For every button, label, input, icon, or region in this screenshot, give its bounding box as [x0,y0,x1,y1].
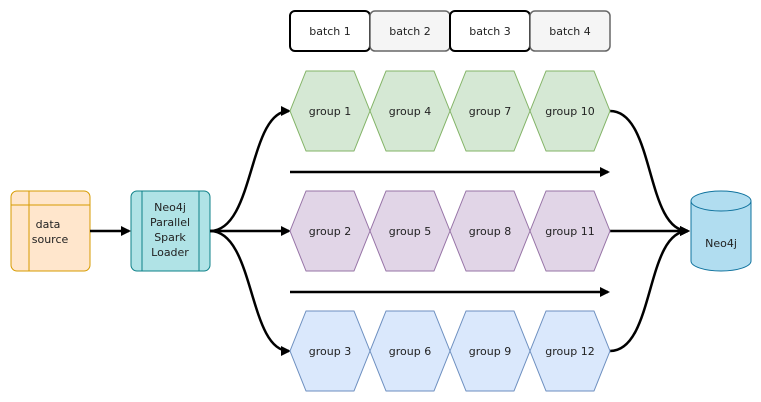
loader-label-line4: Loader [151,246,189,259]
group-hexagon [369,190,451,272]
row1-to-neo4j-arrow [609,109,690,236]
group-label: group 10 [545,105,594,118]
source-label-line2: source [32,233,69,246]
group-label: group 3 [309,345,351,358]
group-node: group 6 [369,310,451,392]
loader-label-line2: Parallel [150,216,190,229]
group-label: group 4 [389,105,431,118]
batch-label: batch 4 [549,25,591,38]
row3-to-neo4j-arrow [609,226,690,353]
batch-box-2: batch 2 [369,10,451,52]
group-hexagon [369,70,451,152]
batch-label: batch 2 [389,25,431,38]
source-label-line1: data [36,218,61,231]
group-label: group 5 [389,225,431,238]
group-node: group 1 [289,70,371,152]
group-node: group 11 [529,190,611,272]
group-hexagon [449,70,531,152]
batch-box-4: batch 4 [529,10,611,52]
group-node: group 8 [449,190,531,272]
group-node: group 12 [529,310,611,392]
loader-label-line1: Neo4j [154,201,186,214]
group-label: group 11 [545,225,594,238]
loader-label-line3: Spark [154,231,186,244]
group-label: group 9 [469,345,511,358]
group-grid: group 1 group 4 group 7 group 10 group 2 grou… [289,70,611,392]
group-hexagon [449,310,531,392]
group-node: group 5 [369,190,451,272]
group-label: group 6 [389,345,431,358]
group-node: group 9 [449,310,531,392]
batch-label: batch 3 [469,25,511,38]
batch-label: batch 1 [309,25,351,38]
spark-loader-box: Neo4j Parallel Spark Loader [130,190,211,272]
neo4j-database-icon: Neo4j [690,190,752,272]
batch-box-1: batch 1 [289,10,371,52]
group-hexagon [529,70,611,152]
group-hexagon [289,190,371,272]
group-label: group 2 [309,225,351,238]
data-source-box: data source [10,190,91,272]
group-hexagon [289,70,371,152]
group-label: group 12 [545,345,594,358]
loader-to-row1-arrow [209,106,291,233]
neo4j-label: Neo4j [705,237,737,250]
group-hexagon [369,310,451,392]
group-node: group 10 [529,70,611,152]
group-node: group 3 [289,310,371,392]
group-node: group 7 [449,70,531,152]
group-hexagon [529,190,611,272]
group-hexagon [529,310,611,392]
group-label: group 8 [469,225,511,238]
group-node: group 2 [289,190,371,272]
loader-to-row3-arrow [209,229,291,356]
group-label: group 7 [469,105,511,118]
group-hexagon [289,310,371,392]
group-label: group 1 [309,105,351,118]
batch-box-3: batch 3 [449,10,531,52]
group-hexagon [449,190,531,272]
group-node: group 4 [369,70,451,152]
